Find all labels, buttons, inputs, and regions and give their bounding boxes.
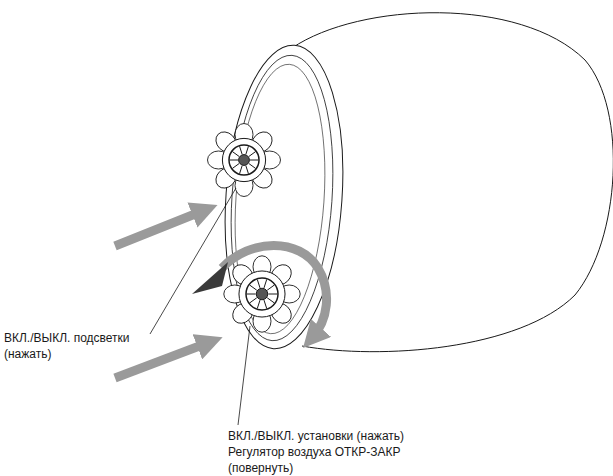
knobs (208, 124, 301, 333)
knob (224, 256, 300, 332)
dial-label: Регулятор воздуха ОТКР-ЗАКР (повернуть) (228, 444, 418, 476)
leader-line (238, 326, 250, 425)
knob (208, 124, 281, 197)
front-rim-inner (222, 52, 342, 344)
rotate-arrow (222, 246, 327, 339)
button-label: ВКЛ./ВЫКЛ. подсветки (нажать) (4, 330, 154, 362)
leader-line (150, 188, 236, 334)
push-arrow (115, 342, 210, 378)
front-rim (216, 41, 353, 352)
button-label: ВКЛ./ВЫКЛ. установки (нажать) (228, 428, 488, 444)
front-face (227, 61, 334, 336)
push-arrow (115, 210, 205, 246)
rotate-arrow-head (192, 262, 228, 294)
